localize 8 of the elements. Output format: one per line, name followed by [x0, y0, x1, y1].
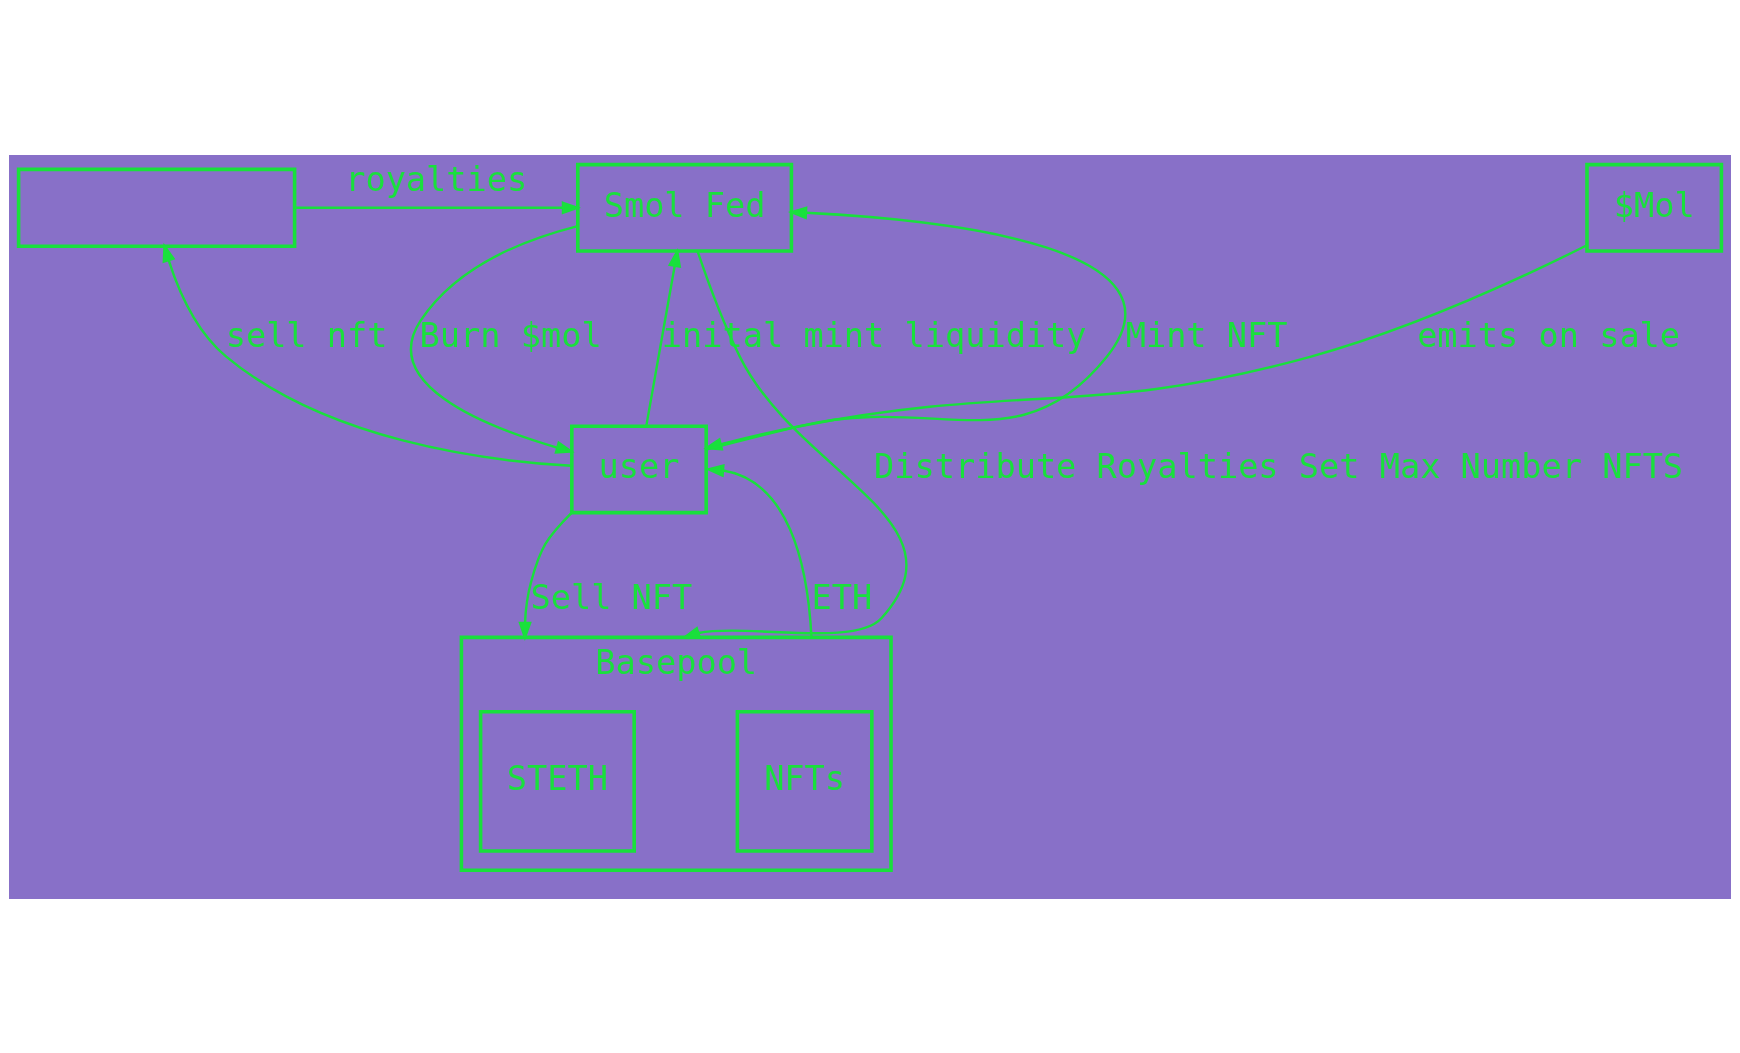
- edge-label: Distribute Royalties Set Max Number NFTS: [874, 446, 1684, 486]
- edge-label: ETH: [811, 577, 873, 617]
- edge-label: sell nft: [225, 315, 388, 355]
- edge-label: emits on sale: [1417, 315, 1681, 355]
- edge-label: royalties: [345, 159, 528, 199]
- edge-label: Sell NFT: [530, 577, 693, 617]
- edge-label: Burn $mol: [419, 315, 602, 355]
- edge-label: Mint NFT: [1125, 315, 1288, 355]
